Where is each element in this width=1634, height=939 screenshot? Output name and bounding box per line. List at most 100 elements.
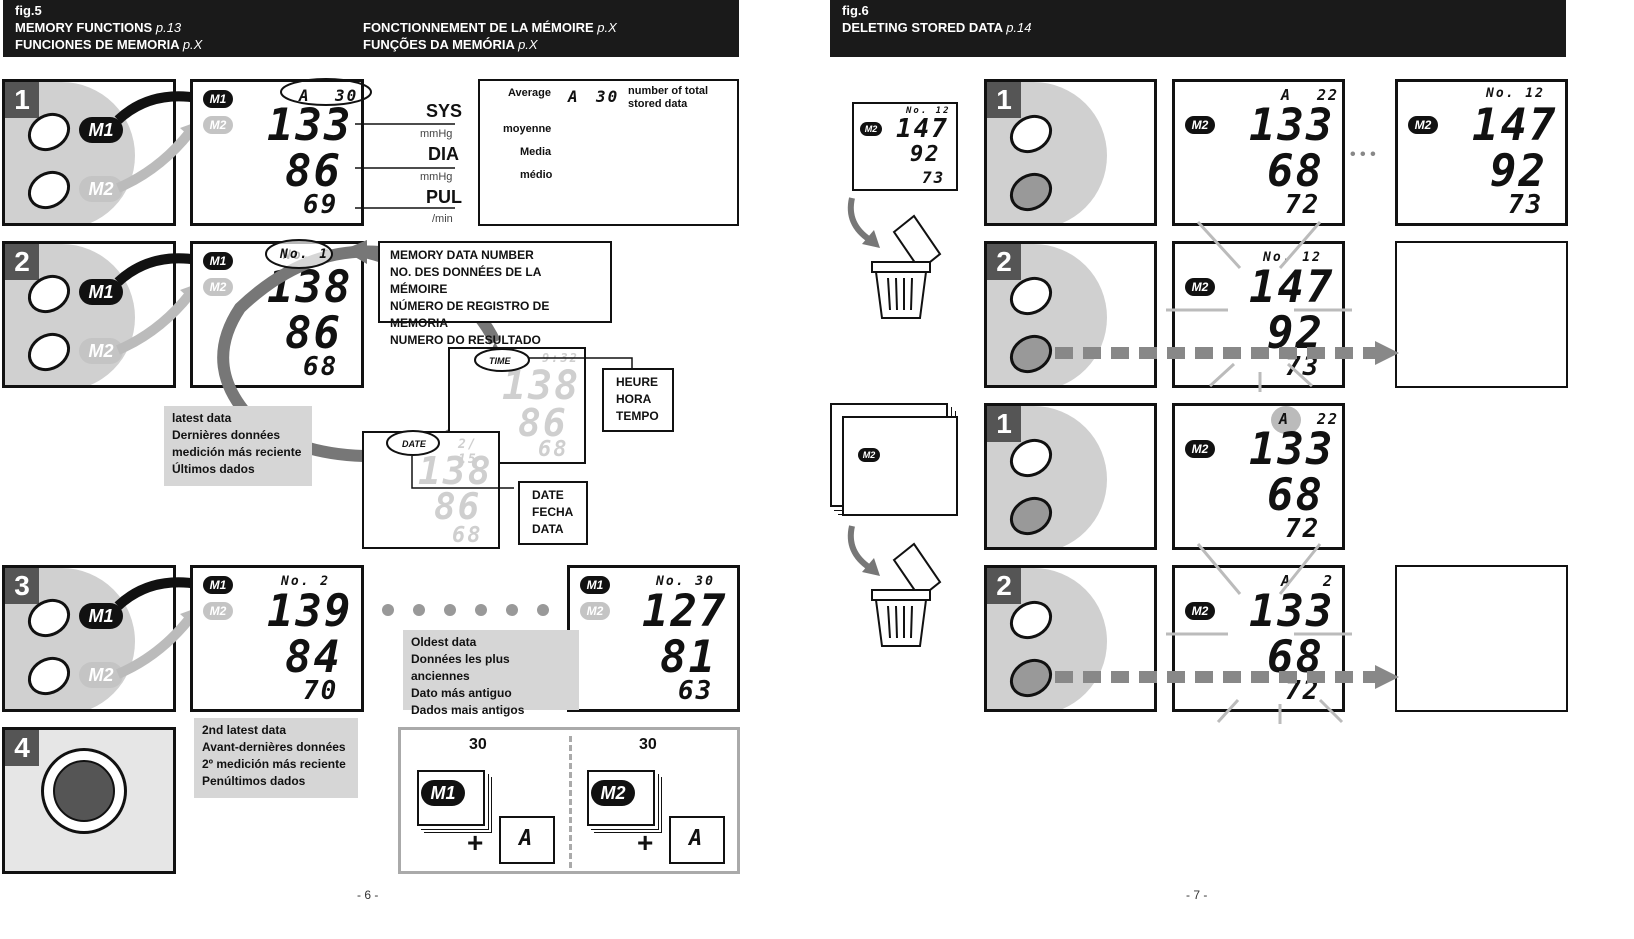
a-highlight bbox=[1271, 406, 1301, 434]
fig6-row2-device: 2 bbox=[984, 241, 1157, 388]
m2-indicator: M2 bbox=[203, 278, 233, 296]
header-line1-ref: p.13 bbox=[155, 20, 182, 35]
ellipsis-dot bbox=[475, 604, 487, 616]
step-number: 1 bbox=[987, 82, 1021, 118]
avg-count: 30 bbox=[335, 86, 359, 105]
header-line4-ref: p.X bbox=[518, 37, 538, 52]
caption-line: Données les plus anciennes bbox=[411, 652, 510, 683]
medio-label: médio bbox=[520, 169, 553, 181]
pul-value: 68 bbox=[303, 352, 339, 382]
m2-records-top bbox=[842, 416, 958, 516]
m2-indicator: M2 bbox=[1185, 440, 1215, 458]
fig6-row3-device: 1 bbox=[984, 403, 1157, 550]
pul-unit: /min bbox=[432, 213, 453, 225]
dia-unit: mmHg bbox=[420, 171, 453, 183]
fig6-line1: DELETING STORED DATA p.14 bbox=[842, 19, 1554, 36]
date-box: DATE FECHA DATA bbox=[518, 481, 588, 545]
date-box-line: DATA bbox=[532, 522, 564, 536]
delete-arrow-row4 bbox=[1055, 665, 1399, 689]
m1-pill: M1 bbox=[79, 117, 123, 143]
latest-data-caption: latest data Dernières données medición m… bbox=[164, 406, 312, 486]
dia-value: 86 bbox=[285, 146, 342, 197]
fig5-header: fig.5 MEMORY FUNCTIONS p.13 FUNCIONES DE… bbox=[3, 0, 739, 57]
memory-data-number-box: MEMORY DATA NUMBER NO. DES DONNÉES DE LA… bbox=[378, 241, 612, 347]
caption-line: medición más reciente bbox=[172, 445, 302, 459]
dia-label: DIA bbox=[428, 144, 459, 164]
step-number: 2 bbox=[987, 244, 1021, 280]
m2-count: 30 bbox=[639, 736, 657, 753]
memory-box-line: NUMERO DO RESULTADO bbox=[390, 333, 541, 347]
sys-value: 147 bbox=[896, 114, 949, 144]
fig5-label: fig.5 bbox=[15, 3, 42, 18]
header-line1-text: MEMORY FUNCTIONS bbox=[15, 20, 153, 35]
time-box-line: TEMPO bbox=[616, 409, 659, 423]
sys-unit: mmHg bbox=[420, 128, 453, 140]
memory-number: No. 2 bbox=[281, 574, 331, 589]
dia-value: 92 bbox=[1490, 146, 1547, 197]
m1-indicator: M1 bbox=[580, 576, 610, 594]
average-a: A bbox=[568, 87, 580, 106]
m2-pill: M2 bbox=[591, 780, 635, 806]
trash-icon bbox=[871, 214, 942, 319]
moyenne-label: moyenne bbox=[503, 123, 552, 135]
average-label: Average bbox=[508, 87, 552, 99]
fig6-row1-last-display: M2 No. 12 147 92 73 bbox=[1395, 79, 1568, 226]
a-display bbox=[499, 816, 555, 864]
header-line3: FONCTIONNEMENT DE LA MÉMOIRE p.X bbox=[363, 19, 617, 36]
sys-value: 133 bbox=[267, 100, 353, 151]
plus-sign: + bbox=[637, 827, 654, 858]
ellipsis-dot bbox=[382, 604, 394, 616]
pul-value: 69 bbox=[303, 190, 339, 220]
date-label: DATE bbox=[402, 439, 426, 449]
m1-indicator: M1 bbox=[203, 90, 233, 108]
fig6-row2-display: M2 No. 12 147 92 73 bbox=[1172, 241, 1345, 388]
fig6-header: fig.6 DELETING STORED DATA p.14 bbox=[830, 0, 1566, 57]
sys-value: 147 bbox=[1472, 100, 1558, 151]
fig6-row3-display: M2 A 22 133 68 72 bbox=[1172, 403, 1345, 550]
sys-value: 138 bbox=[418, 449, 493, 493]
pul-value: 70 bbox=[303, 676, 339, 706]
step4-memory-clear-box: 30 M1 + A 30 M2 + A bbox=[398, 727, 740, 874]
ellipsis-dot bbox=[413, 604, 425, 616]
flash-rays-row4 bbox=[1166, 543, 1352, 724]
step1-highlight-ellipse bbox=[280, 78, 372, 106]
sys-value: 147 bbox=[1249, 262, 1335, 313]
header-line2: FUNCIONES DE MEMORIA p.X bbox=[15, 36, 727, 53]
avg-symbol: A bbox=[299, 86, 311, 105]
a-symbol: A bbox=[519, 826, 535, 851]
m2-pill: M2 bbox=[79, 662, 123, 688]
fig6-row4-empty-display bbox=[1395, 565, 1568, 712]
step3-oldest-display: M1 M2 No. 30 127 81 63 bbox=[567, 565, 740, 712]
header-line2-ref: p.X bbox=[182, 37, 203, 52]
step-number: 2 bbox=[987, 568, 1021, 604]
memory-box-line: NÚMERO DE REGISTRO DE MEMORIA bbox=[390, 299, 550, 330]
step-number: 4 bbox=[5, 730, 39, 766]
m2-indicator: M2 bbox=[860, 122, 882, 136]
a-display bbox=[669, 816, 725, 864]
m2-pill: M2 bbox=[79, 338, 123, 364]
fig6-row4-device: 2 bbox=[984, 565, 1157, 712]
average-30: 30 bbox=[596, 87, 620, 106]
pul-value: 72 bbox=[1285, 514, 1321, 544]
time-box-line: HORA bbox=[616, 392, 652, 406]
time-box-line: HEURE bbox=[616, 375, 659, 389]
step-number: 1 bbox=[5, 82, 39, 118]
header-line3-ref: p.X bbox=[597, 20, 617, 35]
fig6-label: fig.6 bbox=[842, 3, 869, 18]
sys-value: 133 bbox=[1249, 586, 1335, 637]
date-ellipse bbox=[386, 430, 440, 456]
flash-rays-row2 bbox=[1166, 220, 1352, 392]
no-highlight-ellipse bbox=[265, 239, 333, 269]
trash-arrow-2 bbox=[847, 525, 880, 576]
caption-line: Avant-dernières données bbox=[202, 740, 346, 754]
m1-pill: M1 bbox=[79, 603, 123, 629]
caption-line: Dernières données bbox=[172, 428, 281, 442]
step-number: 3 bbox=[5, 568, 39, 604]
header-line4-text: FUNÇÕES DA MEMÓRIA bbox=[363, 37, 515, 52]
caption-line: Penúltimos dados bbox=[202, 774, 306, 788]
dia-value: 81 bbox=[660, 632, 717, 683]
m2-indicator: M2 bbox=[203, 602, 233, 620]
m2-indicator: M2 bbox=[1185, 602, 1215, 620]
step4-device-panel: 4 bbox=[2, 727, 176, 874]
date-box-line: DATE bbox=[532, 488, 564, 502]
